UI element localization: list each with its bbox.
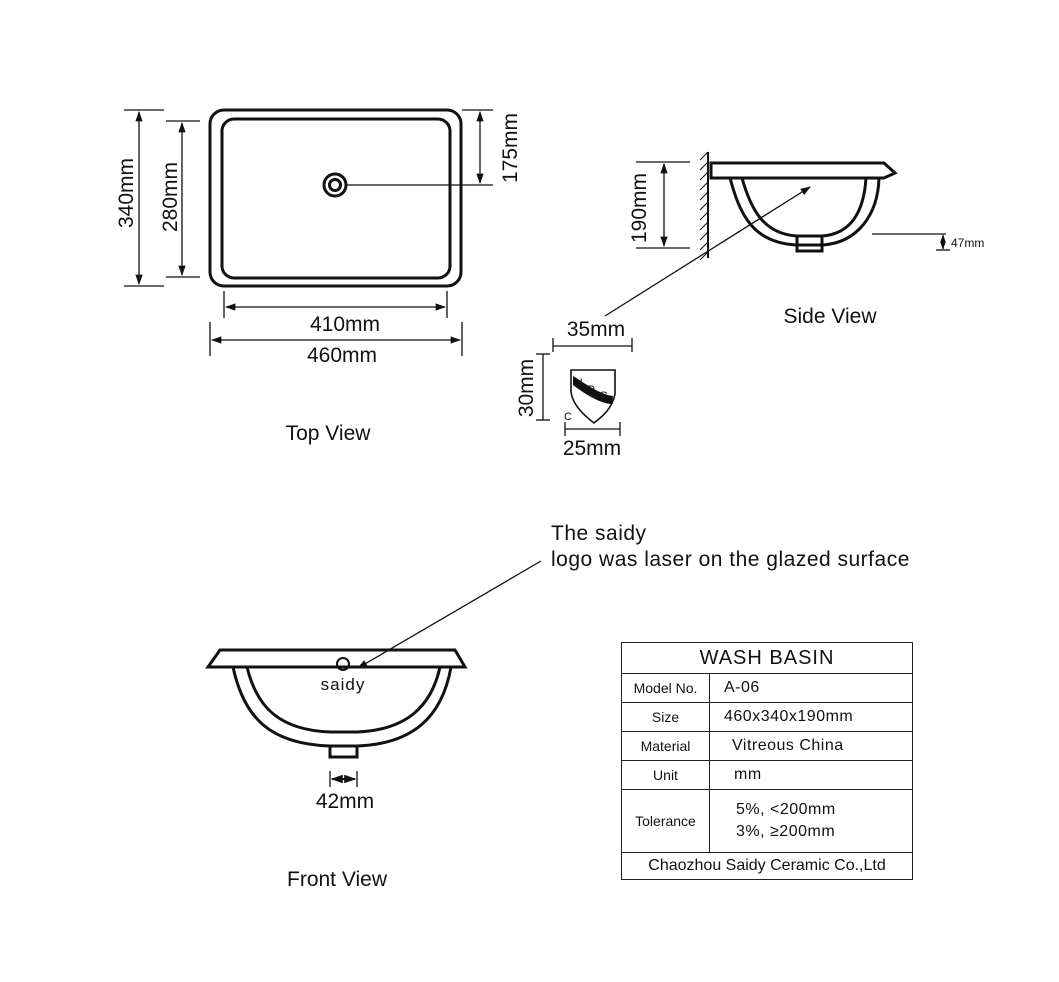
dim-label-47: 47mm	[951, 236, 984, 250]
front-bowl-outer	[231, 666, 453, 748]
annotation-line-2: logo was laser on the glazed surface	[551, 548, 910, 571]
dim-label-410: 410mm	[310, 313, 380, 336]
tolerance-line-2: 3%, ≥200mm	[736, 823, 836, 840]
front-drain	[328, 746, 359, 759]
spec-value-model: A-06	[709, 673, 913, 703]
side-rim	[709, 161, 898, 180]
dim-label-190: 190mm	[628, 173, 651, 243]
drain-outer	[322, 172, 348, 198]
spec-value-unit: mm	[709, 760, 913, 790]
dim-label-25: 25mm	[563, 437, 621, 460]
top-view-label: Top View	[286, 422, 372, 445]
spec-value-tolerance: 5%, <200mm 3%, ≥200mm	[709, 789, 913, 853]
spec-row-model: Model No. A-06	[621, 673, 913, 703]
dim-label-175: 175mm	[499, 113, 522, 183]
spec-label-model: Model No.	[621, 673, 710, 703]
front-view: saidy 42mm Front View	[205, 648, 468, 891]
side-bowl-outer	[728, 177, 881, 247]
front-view-label: Front View	[287, 868, 388, 891]
upc-shield-icon	[570, 369, 616, 425]
front-rim	[205, 648, 468, 669]
upc-mark: 30mm U P C C 25mm	[515, 353, 621, 460]
logo-annotation: The saidy logo was laser on the glazed s…	[357, 522, 910, 669]
side-view-label: Side View	[783, 305, 877, 328]
spec-value-material: Vitreous China	[709, 731, 913, 761]
upc-letter-u: U	[574, 376, 583, 390]
saidy-logo: saidy	[321, 675, 366, 694]
tolerance-line-1: 5%, <200mm	[736, 801, 836, 818]
spec-label-size: Size	[621, 702, 710, 732]
basin-outer-outline	[208, 108, 463, 288]
upc-letter-p: P	[587, 383, 595, 397]
dim-label-460: 460mm	[307, 344, 377, 367]
spec-row-material: Material Vitreous China	[621, 731, 913, 761]
dim-label-340: 340mm	[115, 158, 138, 228]
dim-label-42: 42mm	[316, 790, 374, 813]
dim-label-35: 35mm	[567, 318, 625, 341]
upc-shield-band	[573, 376, 613, 404]
side-drain	[795, 236, 824, 253]
spec-label-tolerance: Tolerance	[621, 789, 710, 853]
dim-label-280: 280mm	[159, 162, 182, 232]
basin-inner-outline	[220, 117, 452, 280]
wall-hatching	[699, 151, 709, 261]
spec-row-size: Size 460x340x190mm	[621, 702, 913, 732]
spec-label-unit: Unit	[621, 760, 710, 790]
drain-inner	[328, 178, 342, 192]
upc-letter-c: C	[599, 389, 608, 403]
annotation-leader	[357, 560, 542, 669]
side-view: 190mm 47mm 35mm Side View	[552, 151, 984, 352]
side-leader-line	[604, 186, 811, 317]
spec-row-tolerance: Tolerance 5%, <200mm 3%, ≥200mm	[621, 789, 913, 853]
spec-label-material: Material	[621, 731, 710, 761]
annotation-line-1: The saidy	[551, 522, 647, 545]
front-overflow-hole	[336, 657, 350, 671]
spec-row-unit: Unit mm	[621, 760, 913, 790]
spec-table: WASH BASIN Model No. A-06 Size 460x340x1…	[621, 642, 913, 880]
upc-letter-c-small: C	[564, 411, 572, 423]
spec-table-title: WASH BASIN	[621, 642, 913, 674]
front-bowl-inner	[245, 666, 442, 734]
dim-label-30: 30mm	[515, 359, 538, 417]
side-bowl-inner	[740, 177, 868, 238]
spec-table-manufacturer: Chaozhou Saidy Ceramic Co.,Ltd	[621, 852, 913, 880]
spec-value-size: 460x340x190mm	[709, 702, 913, 732]
top-view: 340mm 280mm 175mm 410mm 460mm Top View	[115, 108, 522, 445]
